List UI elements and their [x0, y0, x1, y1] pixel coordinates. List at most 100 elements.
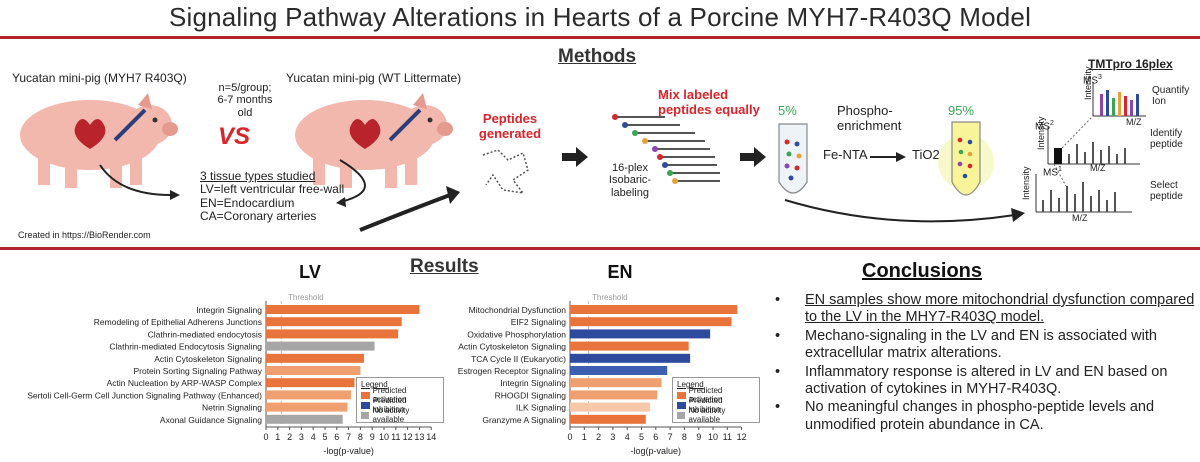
methods-heading: Methods: [558, 46, 637, 67]
bar: [266, 378, 355, 388]
bar: [266, 329, 399, 339]
vs-label: VS: [218, 123, 251, 150]
conclusion-item: EN samples show more mitochondrial dysfu…: [775, 292, 1195, 327]
threshold-label: Threshold: [288, 293, 324, 302]
x-tick-label: 6: [334, 432, 339, 442]
x-tick-label: 1: [275, 432, 280, 442]
x-tick-label: 4: [311, 432, 316, 442]
bar: [266, 402, 348, 412]
page-title: Signaling Pathway Alterations in Hearts …: [168, 2, 1032, 32]
tube-5pct-icon: [778, 123, 808, 194]
legend-swatch: [677, 401, 686, 409]
peptide-icon: [482, 149, 529, 195]
x-tick-label: 13: [414, 432, 424, 442]
category-label: Clathrin-mediated endocytosis: [148, 329, 262, 339]
legend-swatch: [677, 391, 686, 399]
category-label: Sertoli Cell-Germ Cell Junction Signalin…: [27, 390, 262, 400]
legend-item: Predicted inhibition: [677, 396, 755, 414]
x-tick-label: 8: [682, 432, 687, 442]
category-label: Actin Cytoskeleton Signaling: [154, 354, 262, 364]
lv-legend: Legend Predicted activation Predicted in…: [356, 377, 444, 424]
threshold-label: Threshold: [592, 293, 628, 302]
bar: [266, 390, 351, 400]
chart-title: EN: [607, 262, 632, 282]
x-tick-label: 10: [379, 432, 389, 442]
bar: [570, 378, 662, 388]
bar: [570, 366, 668, 375]
bar: [266, 317, 402, 327]
x-tick-label: 0: [263, 432, 268, 442]
isobaric-label: 16-plex Isobaric-labeling: [608, 162, 652, 199]
conclusion-item: Inflammatory response is altered in LV a…: [775, 364, 1195, 399]
category-label: RHOGDI Signaling: [495, 390, 567, 400]
bar: [266, 305, 420, 314]
category-label: Integrin Signaling: [196, 305, 262, 315]
arrow-right-icon: [870, 152, 906, 162]
intensity-label-ms2: Intensity: [1036, 116, 1046, 150]
mz-label-ms3: M/Z: [1126, 117, 1142, 127]
x-axis-label: -log(p-value): [631, 446, 682, 456]
x-tick-label: 7: [346, 432, 351, 442]
legend-item: Predicted activation: [677, 386, 755, 404]
x-tick-label: 11: [723, 432, 732, 442]
middle-divider: [0, 247, 1200, 250]
category-label: Integrin Signaling: [500, 378, 566, 388]
category-label: Remodeling of Epithelial Adherens Juncti…: [94, 317, 262, 327]
x-tick-label: 14: [426, 432, 436, 442]
isobaric-labels-icon: [612, 114, 720, 184]
x-tick-label: 11: [391, 432, 400, 442]
bar: [570, 329, 711, 339]
x-tick-label: 10: [708, 432, 718, 442]
ms1-label: MS1: [1043, 166, 1062, 179]
tissue-types: 3 tissue types studied LV=left ventricul…: [200, 169, 345, 224]
conclusion-item: Mechano-signaling in the LV and EN is as…: [775, 328, 1195, 363]
category-label: ILK Signaling: [516, 403, 566, 413]
category-label: TCA Cycle II (Eukaryotic): [471, 354, 566, 364]
tio2-label: TiO2: [912, 147, 940, 162]
bar: [570, 414, 646, 424]
bar: [266, 353, 364, 363]
x-tick-label: 8: [358, 432, 363, 442]
category-label: Protein Sorting Signaling Pathway: [133, 366, 262, 376]
category-label: Actin Nucleation by ARP-WASP Complex: [107, 378, 263, 388]
flow-arrows: [99, 159, 460, 232]
bar: [266, 414, 343, 424]
x-tick-label: 2: [287, 432, 292, 442]
chart-title: LV: [299, 262, 321, 282]
phospho-label: Phospho- enrichment: [837, 103, 902, 133]
legend-swatch: [677, 411, 686, 419]
legend-swatch: [361, 401, 370, 409]
bar: [266, 366, 361, 375]
bar: [570, 390, 658, 400]
bar: [570, 305, 738, 314]
category-label: Estrogen Receptor Signaling: [458, 366, 566, 376]
arrow-right-icon: [740, 147, 766, 167]
mz-label-ms2: M/Z: [1090, 163, 1106, 173]
results-heading: Results: [410, 256, 479, 277]
mix-label: Mix labeled peptides equally: [658, 87, 760, 117]
category-label: Mitochondrial Dysfunction: [469, 305, 567, 315]
intensity-label-ms3: Intensity: [1083, 66, 1093, 100]
category-label: Clathrin-mediated Endocytosis Signaling: [109, 342, 262, 352]
arrow-right-icon: [562, 147, 588, 167]
mutant-pig-illustration: [20, 93, 178, 188]
conclusion-item: No meaningful changes in phospho-peptide…: [775, 399, 1195, 434]
bar: [570, 341, 689, 351]
legend-title: Legend: [361, 380, 388, 389]
bar: [266, 341, 375, 351]
x-tick-label: 9: [696, 432, 701, 442]
legend-item: Predicted inhibition: [361, 396, 439, 414]
x-tick-label: 12: [403, 432, 413, 442]
intensity-label-ms1: Intensity: [1021, 166, 1031, 200]
legend-item: No activity available: [361, 406, 439, 424]
conclusions-heading: Conclusions: [862, 260, 983, 282]
x-tick-label: 7: [668, 432, 673, 442]
x-tick-label: 12: [737, 432, 747, 442]
bar: [570, 353, 691, 363]
top-divider: [0, 36, 1200, 39]
category-label: Granzyme A Signaling: [482, 415, 566, 425]
